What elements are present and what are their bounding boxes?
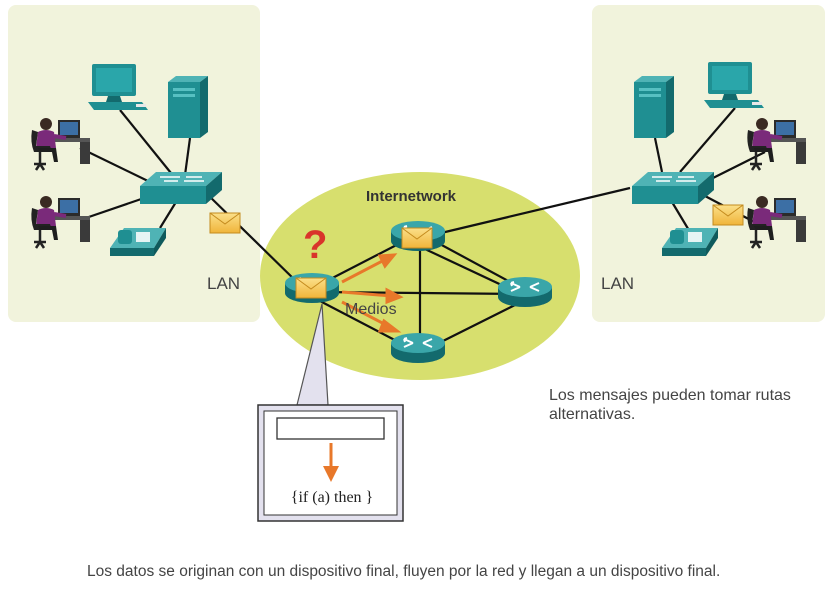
- server-tower-icon: [168, 76, 208, 138]
- callout-input-field: [276, 417, 385, 440]
- question-mark-icon: ?: [303, 223, 327, 267]
- lan-left-links: [79, 109, 192, 229]
- router-icon: [497, 276, 553, 308]
- route-arrows: [341, 253, 404, 333]
- switch-icon: [139, 171, 223, 205]
- routes-note: Los mensajes pueden tomar rutas alternat…: [549, 387, 791, 423]
- callout-down-arrow: [323, 443, 339, 482]
- envelope-icon: [209, 212, 241, 234]
- internetwork-label: Internetwork: [366, 188, 457, 205]
- envelope-icon: [295, 277, 327, 299]
- lan-left-label: LAN: [207, 274, 241, 293]
- medios-label: Medios: [345, 301, 397, 318]
- envelope-icon: [401, 227, 433, 249]
- lan-right-label: LAN: [601, 274, 635, 293]
- router-icon: [390, 332, 446, 364]
- server-tower-icon: [634, 76, 674, 138]
- switch-icon: [631, 171, 715, 205]
- envelope-icon: [712, 204, 744, 226]
- code-snippet: {if (a) then }: [290, 489, 374, 506]
- caption: Los datos se originan con un dispositivo…: [87, 563, 721, 580]
